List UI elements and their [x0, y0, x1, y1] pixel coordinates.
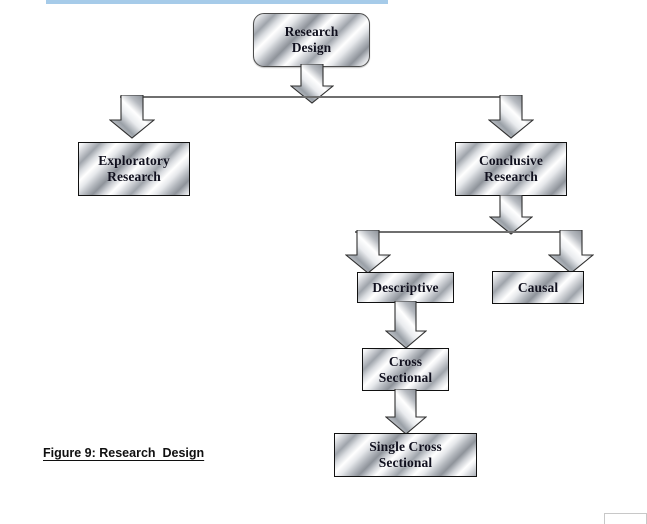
node-descriptive-label: Descriptive: [372, 279, 439, 295]
connector-line-level-1: [120, 96, 512, 98]
node-single-cross-sectional-label: Single Cross Sectional: [369, 439, 442, 470]
arrow-cross-sectional-to-single-cross-sectional: [385, 389, 427, 435]
node-conclusive-research-label: Conclusive Research: [478, 153, 543, 184]
node-descriptive[interactable]: Descriptive: [357, 272, 454, 303]
arrow-conclusive-to-branch: [489, 195, 533, 235]
arrow-branch-to-conclusive: [488, 95, 534, 139]
arrow-descriptive-to-cross-sectional: [385, 301, 427, 349]
arrow-branch-to-causal: [548, 230, 594, 274]
node-research-design-label: Research Design: [284, 24, 339, 55]
node-exploratory-research[interactable]: Exploratory Research: [78, 142, 190, 196]
node-cross-sectional-label: Cross Sectional: [378, 353, 433, 385]
node-exploratory-research-label: Exploratory Research: [98, 153, 170, 184]
top-blue-rule: [46, 0, 388, 4]
node-causal[interactable]: Causal: [492, 271, 584, 304]
figure-caption: Figure 9: Research Design: [43, 446, 205, 460]
arrow-branch-to-descriptive: [345, 230, 391, 274]
bottom-right-partial-widget[interactable]: [604, 513, 647, 524]
connector-line-level-2: [355, 231, 572, 233]
node-cross-sectional[interactable]: Cross Sectional: [362, 348, 449, 391]
node-single-cross-sectional[interactable]: Single Cross Sectional: [334, 433, 477, 477]
node-causal-label: Causal: [517, 279, 559, 295]
node-research-design[interactable]: Research Design: [253, 13, 370, 67]
arrow-research-design-to-branch: [290, 64, 334, 104]
node-conclusive-research[interactable]: Conclusive Research: [455, 142, 567, 196]
arrow-branch-to-exploratory: [109, 95, 155, 139]
